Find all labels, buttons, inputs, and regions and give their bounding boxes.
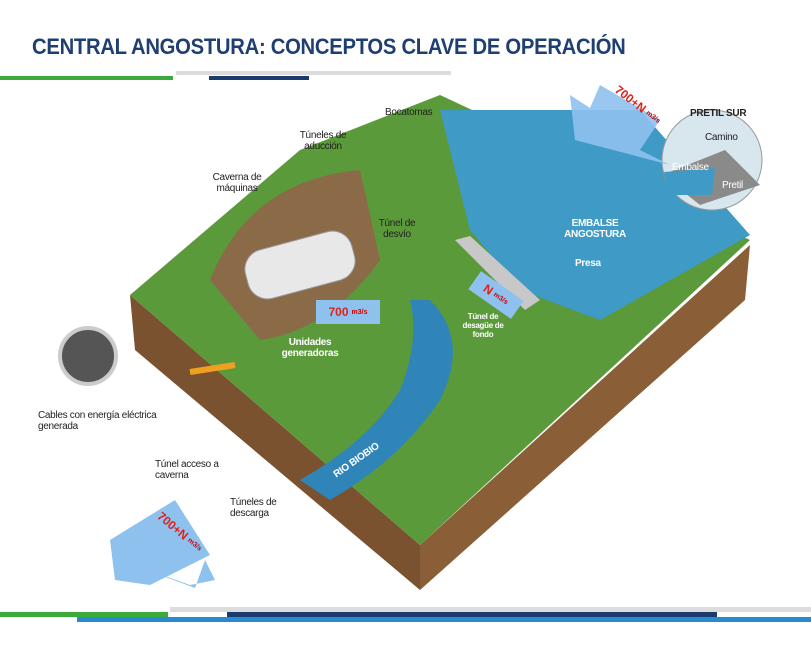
- cable-arrow: [189, 362, 236, 375]
- label-tunel-desvio: Túnel de desvío: [378, 218, 416, 240]
- bottom-unit: m3/s: [492, 290, 510, 306]
- label-pretil: Pretil: [722, 180, 743, 191]
- turbine-unit: m3/s: [351, 308, 368, 316]
- header-navy-line: [209, 76, 309, 80]
- label-embalse-small: Embalse: [672, 162, 709, 173]
- footer-navy-line: [227, 612, 717, 617]
- label-desague: Túnel de desagüe de fondo: [462, 312, 504, 339]
- footer-green-line: [0, 612, 168, 617]
- footer-gray-line: [170, 607, 811, 612]
- footer-blue-line: [77, 617, 811, 622]
- header-green-line: [0, 76, 173, 80]
- outflow-arrow-body: [110, 500, 210, 585]
- label-descarga: Túneles de descarga: [230, 497, 277, 519]
- river: [300, 300, 453, 500]
- label-camino: Camino: [705, 132, 738, 143]
- tunnel-inset: [58, 326, 118, 386]
- label-tuneles-aduccion: Túneles de aducción: [299, 130, 347, 152]
- label-bocatomas: Bocatomas: [385, 107, 433, 118]
- terrain-side-right: [420, 245, 750, 590]
- label-presa: Presa: [575, 258, 601, 269]
- inflow-arrow: [570, 85, 670, 165]
- dam: [455, 236, 540, 310]
- outflow-unit: m3/s: [186, 536, 204, 553]
- inflow-unit: m3/s: [644, 109, 662, 125]
- label-unidades: Unidades generadoras: [281, 337, 339, 359]
- label-embalse: EMBALSE ANGOSTURA: [564, 218, 626, 240]
- label-cables: Cables con energía eléctrica generada: [38, 410, 157, 432]
- label-caverna: Caverna de máquinas: [212, 172, 262, 194]
- turbine-value: 700: [328, 305, 349, 319]
- page-title: CENTRAL ANGOSTURA: CONCEPTOS CLAVE DE OP…: [32, 34, 626, 59]
- label-pretil-sur: PRETIL SUR: [690, 108, 747, 119]
- machine-cavern: [244, 230, 356, 300]
- label-acceso: Túnel acceso a caverna: [155, 459, 219, 481]
- header-gray-line: [176, 71, 451, 75]
- outflow-arrow: [120, 560, 215, 588]
